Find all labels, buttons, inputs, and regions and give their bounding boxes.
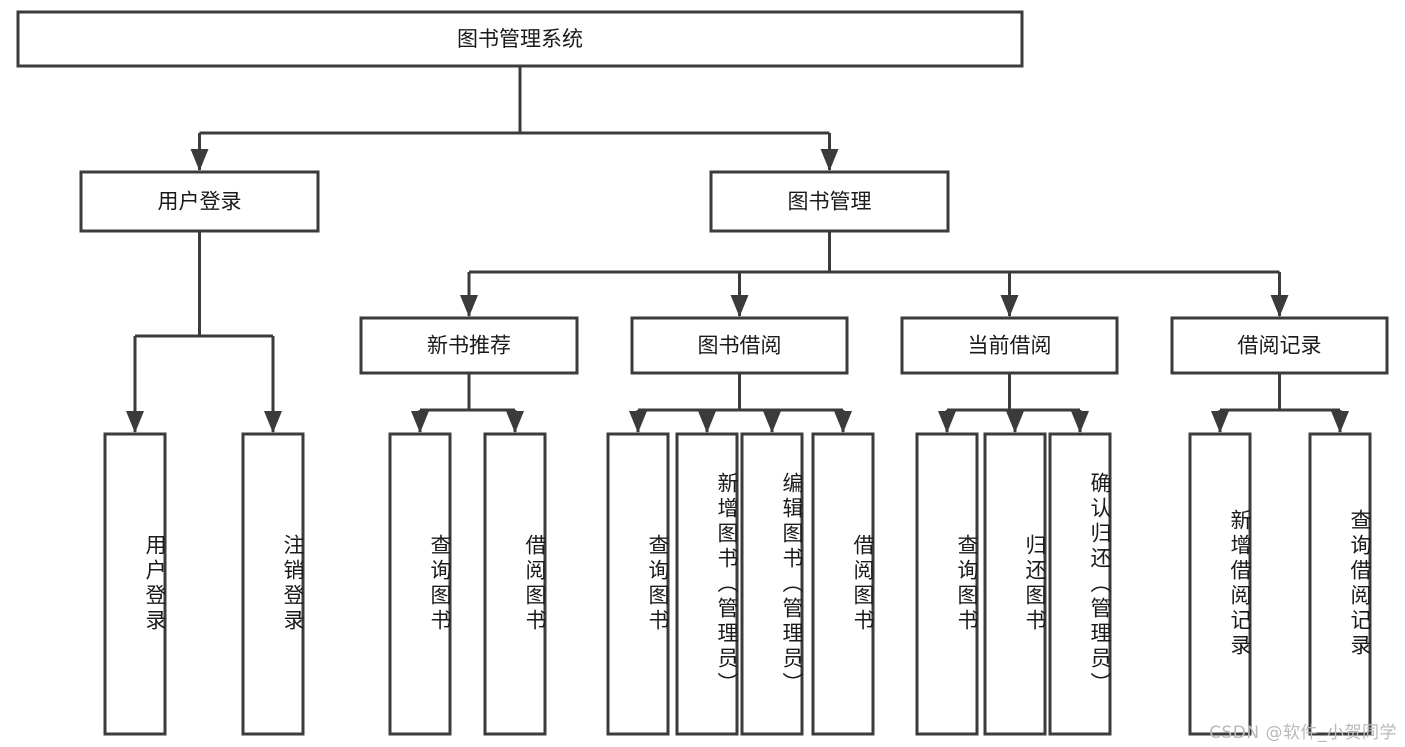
node-level1-label-0: 用户登录 [158, 190, 242, 214]
arrowhead-icon-level2-3 [1270, 295, 1289, 317]
node-level1-0[interactable] [79, 170, 320, 233]
node-leaf-1[interactable] [241, 432, 305, 736]
arrowhead-icon-leaf-6 [763, 411, 781, 433]
node-level2-label-3: 借阅记录 [1238, 334, 1322, 358]
node-leaf-5[interactable] [675, 432, 739, 736]
node-leaf-6[interactable] [740, 432, 804, 736]
arrowhead-icon-leaf-4 [629, 411, 647, 433]
arrowhead-icon-level1-1 [820, 149, 839, 171]
arrowhead-icon-leaf-10 [1071, 411, 1089, 433]
node-leaf-2[interactable] [388, 432, 452, 736]
arrowhead-icon-level2-1 [730, 295, 749, 317]
arrowhead-icon-leaf-8 [938, 411, 956, 433]
arrowhead-icon-leaf-11 [1211, 411, 1229, 433]
arrowhead-icon-leaf-2 [411, 411, 429, 433]
node-leaf-7[interactable] [811, 432, 875, 736]
node-root-label: 图书管理系统 [457, 27, 583, 51]
node-level2-2[interactable] [900, 316, 1119, 375]
arrowhead-icon-leaf-12 [1331, 411, 1349, 433]
arrowhead-icon-level2-0 [460, 295, 478, 317]
node-leaf-9[interactable] [983, 432, 1047, 736]
node-leaf-8[interactable] [915, 432, 979, 736]
node-leaf-4[interactable] [606, 432, 670, 736]
node-level1-1[interactable] [709, 170, 950, 233]
watermark-text: CSDN @软件_小贺同学 [1209, 723, 1397, 743]
arrowhead-icon-leaf-7 [834, 411, 852, 433]
arrowhead-icon-leaf-9 [1006, 411, 1024, 433]
node-level2-label-2: 当前借阅 [968, 334, 1052, 358]
arrowhead-icon-level1-0 [190, 149, 209, 171]
node-leaf-11[interactable] [1188, 432, 1252, 736]
node-level2-3[interactable] [1170, 316, 1389, 375]
node-level2-label-0: 新书推荐 [427, 334, 511, 358]
node-level1-label-1: 图书管理 [788, 190, 872, 214]
node-leaf-10[interactable] [1048, 432, 1112, 736]
node-leaf-0[interactable] [103, 432, 167, 736]
node-level2-1[interactable] [630, 316, 849, 375]
node-root[interactable] [16, 10, 1024, 68]
arrowhead-icon-leaf-1 [264, 411, 282, 433]
node-leaf-3[interactable] [483, 432, 547, 736]
node-leaf-12[interactable] [1308, 432, 1372, 736]
connector-lines [126, 66, 1349, 433]
arrowhead-icon-level2-2 [1000, 295, 1019, 317]
node-level2-0[interactable] [359, 316, 579, 375]
arrowhead-icon-leaf-5 [698, 411, 716, 433]
arrowhead-icon-leaf-3 [506, 411, 524, 433]
node-level2-label-1: 图书借阅 [698, 334, 782, 358]
node-boxes [16, 10, 1389, 736]
arrowhead-icon-leaf-0 [126, 411, 144, 433]
